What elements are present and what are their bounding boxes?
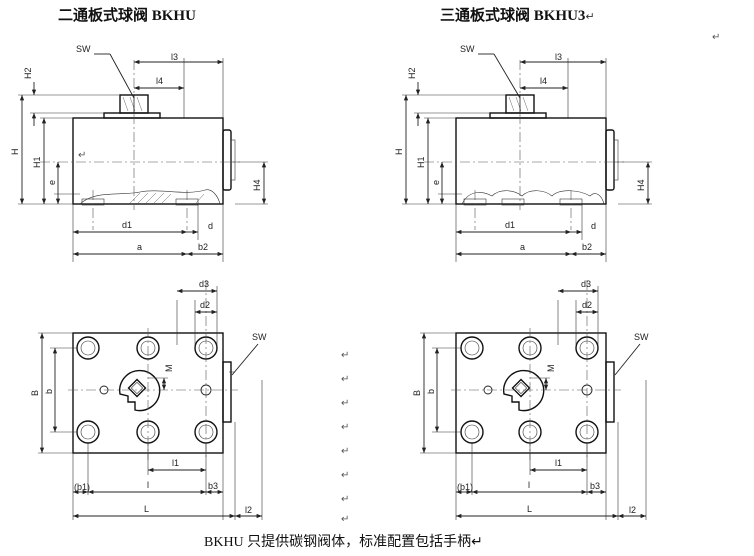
dim-H4: H4 bbox=[636, 179, 646, 191]
dim-H2: H2 bbox=[407, 67, 417, 79]
dim-b2: b2 bbox=[582, 242, 592, 252]
dim-d1: d1 bbox=[505, 220, 515, 230]
stem-flange bbox=[489, 112, 547, 119]
dim-l: l bbox=[528, 480, 530, 490]
dim-sw: SW bbox=[76, 44, 91, 54]
dim-sw: SW bbox=[460, 44, 475, 54]
dim-b3: b3 bbox=[208, 481, 218, 491]
dim-M: M bbox=[164, 365, 174, 373]
dim-b1: (b1) bbox=[74, 482, 90, 492]
dim-d2: d2 bbox=[582, 300, 592, 310]
dim-d3: d3 bbox=[581, 279, 591, 289]
paragraph-mark: ↵ bbox=[78, 150, 87, 161]
top-view-two-way: SW d3 d2 M B b l1 (b1) l b3 L l2 bbox=[30, 279, 267, 520]
title-three-way-text: 三通板式球阀 BKHU3 bbox=[440, 8, 586, 24]
dim-l2: l2 bbox=[629, 505, 636, 515]
paragraph-mark: ↵ bbox=[712, 32, 721, 43]
dim-H1: H1 bbox=[32, 156, 42, 168]
dim-l: l bbox=[147, 480, 149, 490]
cutaway-boundary bbox=[79, 189, 221, 205]
dim-H: H bbox=[10, 149, 20, 156]
dim-L: L bbox=[144, 504, 149, 514]
dim-B: B bbox=[30, 390, 40, 396]
dim-d3: d3 bbox=[199, 279, 209, 289]
paragraph-mark: ↵ bbox=[341, 422, 350, 433]
side-block bbox=[605, 361, 615, 423]
dim-e: e bbox=[431, 180, 441, 185]
dim-l4: l4 bbox=[156, 76, 163, 86]
dim-M: M bbox=[546, 365, 556, 373]
cutaway-boundary bbox=[461, 190, 605, 205]
dim-l3: l3 bbox=[555, 52, 562, 62]
dim-sw: SW bbox=[634, 332, 649, 342]
cutaway-hatching bbox=[129, 192, 205, 204]
side-handle-tip bbox=[613, 139, 619, 181]
port-seal bbox=[501, 198, 525, 206]
dim-a: a bbox=[520, 242, 525, 252]
dim-l1: l1 bbox=[555, 458, 562, 468]
paragraph-mark: ↵ bbox=[341, 470, 350, 481]
dim-l1: l1 bbox=[172, 458, 179, 468]
dim-b3: b3 bbox=[590, 481, 600, 491]
paragraph-mark: ↵ bbox=[341, 514, 350, 525]
sw-leader bbox=[231, 343, 259, 376]
side-block bbox=[222, 361, 232, 423]
handle-boss bbox=[119, 369, 161, 412]
dim-b: b bbox=[44, 389, 54, 394]
dim-d: d bbox=[591, 221, 596, 231]
dim-H: H bbox=[394, 149, 404, 156]
dim-a: a bbox=[137, 242, 142, 252]
dim-d1: d1 bbox=[122, 220, 132, 230]
sw-leader bbox=[493, 53, 521, 99]
paragraph-mark: ↵ bbox=[341, 446, 350, 457]
dim-l2: l2 bbox=[245, 505, 252, 515]
handle-boss bbox=[503, 369, 545, 412]
dim-l3: l3 bbox=[171, 52, 178, 62]
stem-flange bbox=[103, 112, 161, 119]
side-handle-block bbox=[605, 129, 615, 191]
caption: BKHU 只提供碳钢阀体，标准配置包括手柄↵ bbox=[204, 535, 483, 550]
dim-b1: (b1) bbox=[457, 482, 473, 492]
stem-square bbox=[511, 378, 531, 398]
dim-e: e bbox=[47, 180, 57, 185]
paragraph-mark: ↵ bbox=[341, 350, 350, 361]
dim-b: b bbox=[426, 389, 436, 394]
title-two-way-valve: 二通板式球阀 BKHU bbox=[58, 8, 196, 24]
dim-L: L bbox=[527, 504, 532, 514]
sw-leader bbox=[109, 53, 135, 99]
dim-H1: H1 bbox=[416, 156, 426, 168]
paragraph-mark: ↵ bbox=[341, 494, 350, 505]
dim-sw: SW bbox=[252, 332, 267, 342]
side-view-three-way: SW l3 l4 H2 H H1 e H4 d1 d a b2 bbox=[394, 44, 652, 262]
side-handle-tip bbox=[230, 139, 236, 181]
sw-leader bbox=[614, 343, 641, 376]
dim-d2: d2 bbox=[200, 300, 210, 310]
paragraph-mark: ↵ bbox=[341, 374, 350, 385]
side-view-two-way: SW l3 l4 H2 H H1 e H4 d1 d a b2 bbox=[10, 44, 268, 262]
dim-H2: H2 bbox=[23, 67, 33, 79]
side-handle-block bbox=[222, 129, 232, 191]
dim-B: B bbox=[412, 390, 422, 396]
paragraph-mark: ↵ bbox=[341, 398, 350, 409]
dim-b2: b2 bbox=[198, 242, 208, 252]
dim-H4: H4 bbox=[252, 179, 262, 191]
dim-l4: l4 bbox=[540, 76, 547, 86]
stem-square bbox=[127, 378, 147, 398]
title-three-way-valve: 三通板式球阀 BKHU3↵ bbox=[440, 4, 595, 25]
dim-d: d bbox=[208, 221, 213, 231]
top-view-three-way: SW d3 d2 M B b l1 (b1) l b3 L l2 bbox=[412, 279, 649, 520]
title-paragraph-mark: ↵ bbox=[585, 11, 595, 23]
